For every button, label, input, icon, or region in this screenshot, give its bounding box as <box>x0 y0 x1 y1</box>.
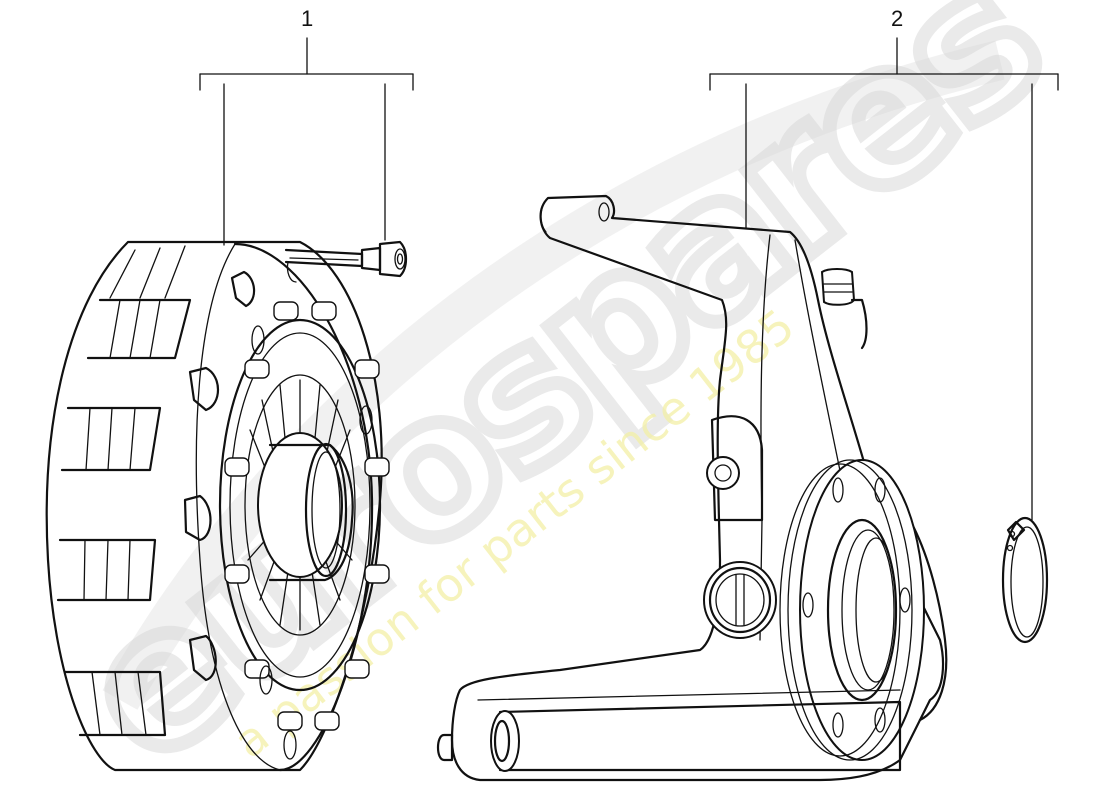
clutch-housing[interactable] <box>436 194 948 782</box>
pivot-boss <box>706 415 764 522</box>
bearing-flange <box>779 459 948 761</box>
clutch-assembly[interactable] <box>45 240 390 772</box>
callout-2: 2 <box>709 6 1059 521</box>
drum-tabs <box>183 270 256 682</box>
slave-cylinder <box>436 689 902 772</box>
friction-plate-slots <box>56 245 192 737</box>
callout-number-2[interactable]: 2 <box>891 6 903 31</box>
watermark-swoosh <box>102 40 1005 710</box>
plate-pins <box>224 301 390 760</box>
callout-1: 1 <box>199 6 414 246</box>
watermark: eurospares a passion for parts since 198… <box>35 0 1084 800</box>
circlip[interactable] <box>1001 516 1049 644</box>
hydraulic-port <box>703 561 777 639</box>
watermark-logo: eurospares <box>42 0 1077 800</box>
callout-number-1[interactable]: 1 <box>301 6 313 31</box>
bleed-plug <box>820 268 868 350</box>
cap-screw[interactable] <box>284 240 408 283</box>
clutch-hub <box>257 432 354 582</box>
